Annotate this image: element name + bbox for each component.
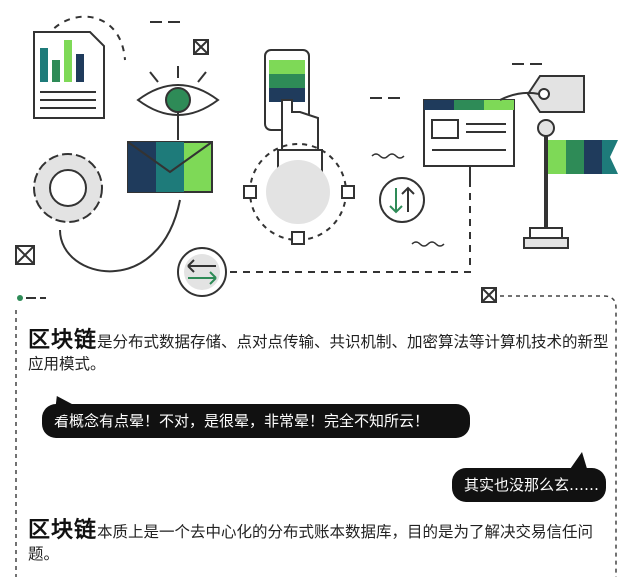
speech-bubble-reply: 其实也没那么玄……	[452, 452, 606, 502]
eye-icon	[136, 66, 220, 140]
close-box-icon	[481, 287, 497, 303]
document-chart-icon	[33, 31, 105, 119]
exchange-arrows-icon	[177, 247, 227, 297]
sync-arrows-icon	[379, 177, 425, 223]
close-box-icon	[193, 39, 209, 55]
paragraph-text: 是分布式数据存储、点对点传输、共识机制、加密算法等计算机技术的新型应用模式。	[28, 333, 609, 373]
lead-term: 区块链	[28, 328, 98, 353]
envelope-icon	[127, 141, 213, 193]
paragraph-definition: 区块链是分布式数据存储、点对点传输、共识机制、加密算法等计算机技术的新型应用模式…	[28, 330, 618, 375]
phone-touch-icon	[264, 49, 323, 173]
blockchain-illustration	[15, 15, 618, 303]
curve-connector	[59, 199, 181, 273]
node-circle-icon	[243, 143, 355, 245]
speech-bubble-confused: 着概念有点晕！不对，是很晕，非常晕！完全不知所云！	[42, 404, 470, 438]
flag-icon	[523, 119, 618, 249]
close-box-icon	[15, 245, 35, 265]
gear-icon	[33, 153, 103, 223]
paragraph-essence: 区块链本质上是一个去中心化的分布式账本数据库，目的是为了解决交易信任问题。	[28, 520, 618, 565]
paragraph-text: 本质上是一个去中心化的分布式账本数据库，目的是为了解决交易信任问题。	[28, 523, 594, 563]
price-tag-icon	[499, 75, 585, 113]
dashed-connector	[230, 180, 471, 273]
wave-decoration	[371, 153, 445, 247]
text-area: 区块链是分布式数据存储、点对点传输、共识机制、加密算法等计算机技术的新型应用模式…	[16, 300, 624, 577]
lead-term: 区块链	[28, 518, 98, 543]
dash-decoration	[26, 21, 542, 299]
dot-marker	[17, 295, 23, 301]
browser-window-icon	[423, 99, 515, 167]
